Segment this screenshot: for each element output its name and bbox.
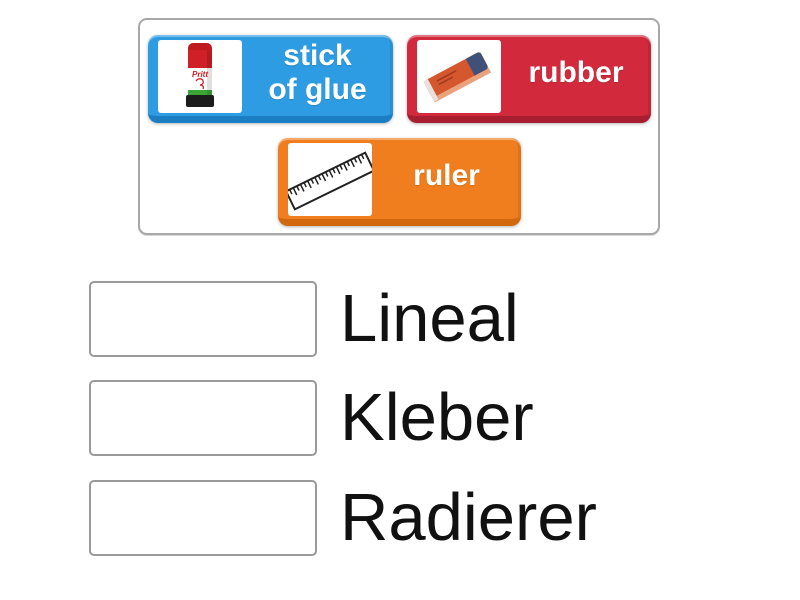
drop-slot-radierer[interactable] [89,480,317,556]
card-image [288,143,372,216]
drop-slot-lineal[interactable] [89,281,317,357]
answer-row: Lineal [89,281,519,357]
draggable-card-rubber[interactable]: rubber [407,35,651,123]
drop-slot-kleber[interactable] [89,380,317,456]
answer-label: Kleber [340,380,534,455]
card-label: rubber [528,56,624,89]
card-image [417,40,501,113]
card-image: Pritt [158,40,242,113]
answer-label: Radierer [340,480,597,555]
ruler-icon [288,151,372,211]
answer-label: Lineal [340,281,519,356]
eraser-icon [423,52,492,103]
draggable-card-ruler[interactable]: ruler [278,138,521,226]
answer-row: Radierer [89,480,597,556]
answer-row: Kleber [89,380,534,456]
glue-stick-icon: Pritt [186,43,214,107]
card-label: ruler [413,159,480,192]
draggable-card-stick-of-glue[interactable]: Pritt stick of glue [148,35,393,123]
card-label: stick of glue [268,39,367,106]
glue-brand-label: Pritt [192,70,208,79]
